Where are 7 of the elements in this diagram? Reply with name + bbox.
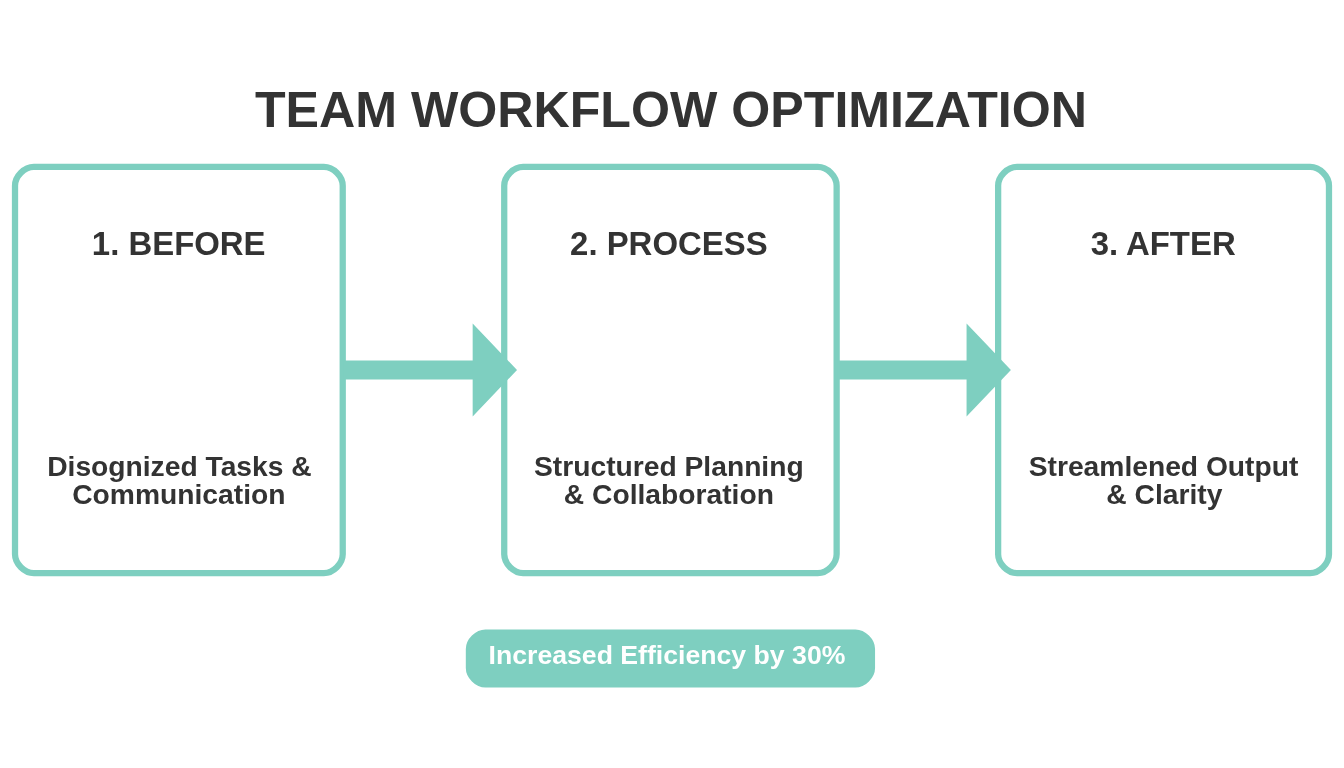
node-box: 1. BEFORE Disognized Tasks & Communication	[11, 163, 346, 576]
diagram-title: TEAM WORKFLOW OPTIMIZATION	[254, 81, 1088, 138]
node-box: 3. AFTER Streamlened Output & Clarity	[995, 163, 1333, 576]
node-box: 2. PROCESS Structured Planning & Collaboration	[501, 163, 840, 576]
arrow	[343, 322, 517, 417]
arrow	[837, 322, 1011, 417]
node-box: Increased Efficiency by 30%	[465, 629, 876, 687]
